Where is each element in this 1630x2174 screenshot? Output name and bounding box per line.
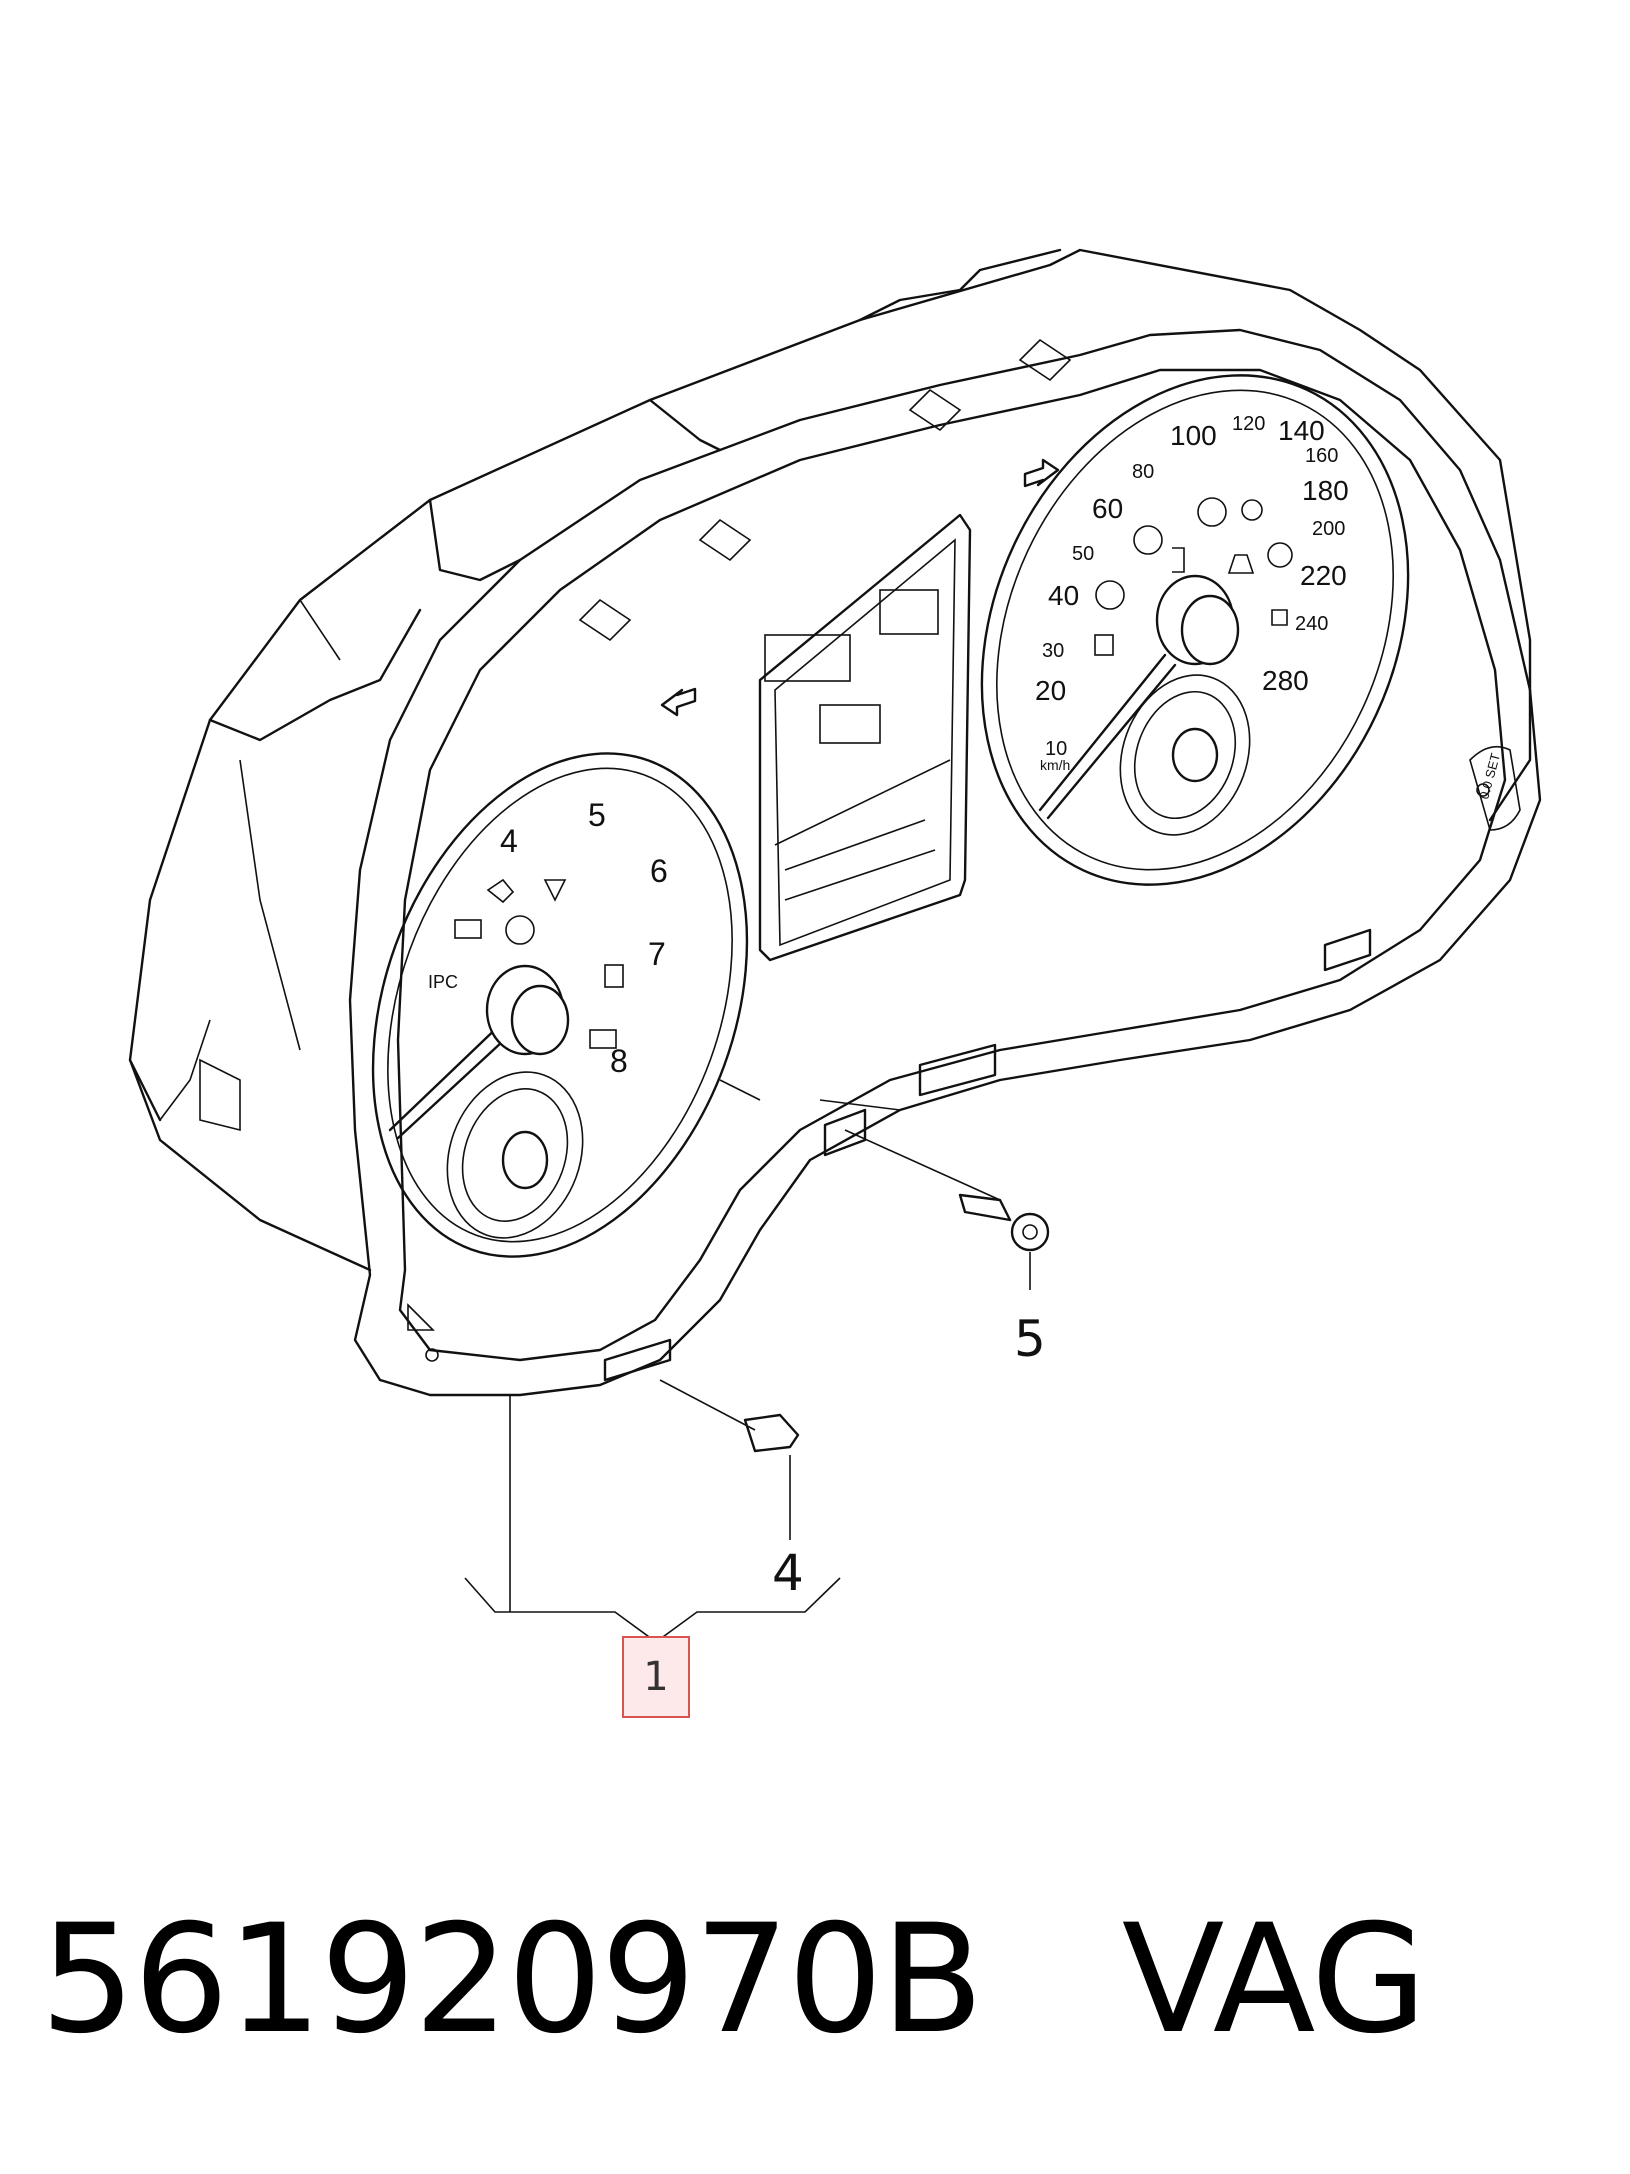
speed-tick-120: 120 bbox=[1232, 413, 1265, 435]
speed-tick-80: 80 bbox=[1132, 461, 1154, 483]
lower-tabs bbox=[603, 928, 1372, 1382]
abs-warning-icon bbox=[1095, 580, 1125, 610]
callout-4: 4 bbox=[772, 1544, 804, 1602]
odometer-line bbox=[784, 819, 926, 871]
callout-5: 5 bbox=[1014, 1310, 1046, 1368]
display-segment-right bbox=[879, 589, 939, 635]
oil-icon bbox=[486, 878, 515, 904]
speed-tick-200: 200 bbox=[1312, 518, 1345, 540]
right-turn-arrow-icon bbox=[1023, 458, 1060, 488]
center-display bbox=[660, 458, 1060, 962]
speed-tick-30: 30 bbox=[1042, 640, 1064, 662]
speed-tick-140: 140 bbox=[1278, 415, 1325, 446]
speed-tick-240: 240 bbox=[1295, 613, 1328, 635]
speed-tick-280: 280 bbox=[1262, 665, 1309, 696]
speed-tick-160: 160 bbox=[1305, 445, 1338, 467]
part-number: 561920970B bbox=[40, 1893, 984, 2067]
speedometer: 10 20 30 40 50 60 80 100 120 140 160 180… bbox=[980, 374, 1410, 886]
engine-check-icon bbox=[589, 1029, 617, 1049]
tachometer: 4 5 6 7 8 IPC bbox=[371, 752, 749, 1258]
tacho-tick-7: 7 bbox=[648, 936, 666, 972]
speed-tick-20: 20 bbox=[1035, 675, 1066, 706]
door-icon bbox=[604, 964, 624, 988]
tpms-icon bbox=[1241, 499, 1263, 521]
high-beam-icon bbox=[1271, 609, 1288, 626]
tacho-tick-4: 4 bbox=[500, 823, 518, 859]
display-segment-left bbox=[764, 634, 851, 682]
steering-icon bbox=[1094, 634, 1114, 656]
speed-tick-60: 60 bbox=[1092, 493, 1123, 524]
screw-part-5 bbox=[844, 1129, 1050, 1290]
brake-warning-icon bbox=[505, 915, 535, 945]
tacho-ipc-label: IPC bbox=[428, 972, 458, 992]
speed-unit-label: km/h bbox=[1040, 757, 1070, 773]
brand-name: VAG bbox=[1121, 1893, 1427, 2067]
front-bezel: 0.0 SET bbox=[348, 328, 1542, 1397]
speed-tick-100: 100 bbox=[1170, 420, 1217, 451]
leader-bracket bbox=[464, 1395, 841, 1643]
tacho-tick-8: 8 bbox=[610, 1043, 628, 1079]
trip-line bbox=[784, 849, 936, 901]
speed-tick-50: 50 bbox=[1072, 543, 1094, 565]
trip-reset-label: 0.0 SET bbox=[1476, 751, 1503, 800]
left-turn-arrow-icon bbox=[660, 687, 697, 717]
cluster-housing bbox=[128, 248, 1532, 1272]
washer-fluid-icon bbox=[1227, 554, 1255, 574]
speed-tick-220: 220 bbox=[1300, 560, 1347, 591]
tacho-tick-6: 6 bbox=[650, 853, 668, 889]
speed-tick-10: 10 bbox=[1045, 738, 1067, 760]
battery-icon bbox=[454, 919, 482, 939]
esp-warning-icon bbox=[1133, 525, 1163, 555]
clip-part-4 bbox=[659, 1379, 800, 1540]
coolant-icon bbox=[1267, 542, 1293, 568]
airbag-icon bbox=[543, 879, 567, 902]
brake-system-icon bbox=[1197, 497, 1227, 527]
seatbelt-indicator bbox=[819, 704, 881, 744]
fuel-gauge-icon bbox=[1172, 547, 1185, 573]
tacho-tick-5: 5 bbox=[588, 797, 606, 833]
speed-tick-40: 40 bbox=[1048, 580, 1079, 611]
speed-tick-180: 180 bbox=[1302, 475, 1349, 506]
callout-1-badge[interactable]: 1 bbox=[622, 1636, 690, 1718]
